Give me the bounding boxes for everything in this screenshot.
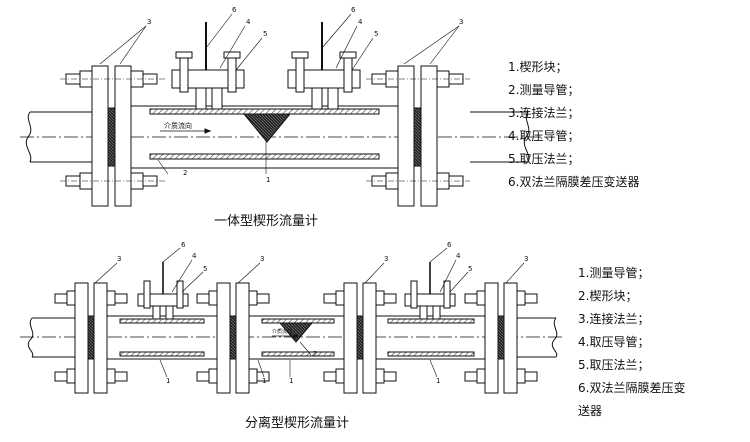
top-callout: 1 xyxy=(266,176,270,184)
bottom-pressure-tap-left xyxy=(137,262,189,320)
top-left-flange xyxy=(60,65,165,207)
top-wedge-element xyxy=(242,113,292,143)
bottom-caption: 分离型楔形流量计 xyxy=(245,416,350,431)
bottom-flow-label: 介质流向 xyxy=(272,328,292,335)
top-legend-item: 3.连接法兰； xyxy=(508,106,580,120)
top-legend-item: 2.测量导管； xyxy=(508,83,580,97)
bottom-callout: 4 xyxy=(456,252,461,260)
bottom-tube-right xyxy=(375,315,486,360)
bottom-callout: 5 xyxy=(468,265,472,273)
top-legend-item: 6.双法兰隔膜差压变送器 xyxy=(508,175,640,189)
top-callout: 2 xyxy=(183,169,187,177)
top-pressure-tap-right xyxy=(287,22,361,110)
bottom-pressure-tap-right xyxy=(404,262,456,320)
bottom-legend: 1.测量导管； 2.楔形块； 3.连接法兰； 4.取压导管； 5.取压法兰； 6… xyxy=(578,262,685,423)
bottom-legend-item: 1.测量导管； xyxy=(578,266,650,280)
bottom-callout: 6 xyxy=(181,241,186,249)
top-callout: 3 xyxy=(147,18,151,26)
top-callouts: 3 6 4 5 6 4 5 3 2 1 介质流向 xyxy=(147,6,463,184)
bottom-callout: 5 xyxy=(203,265,207,273)
top-callout: 5 xyxy=(374,30,378,38)
bottom-legend-item: 2.楔形块； xyxy=(578,289,638,303)
top-callout: 6 xyxy=(351,6,356,14)
bottom-callout: 3 xyxy=(524,255,528,263)
top-callout: 4 xyxy=(246,18,251,26)
bottom-callout: 3 xyxy=(260,255,264,263)
bottom-callout: 4 xyxy=(192,252,197,260)
bottom-callout: 3 xyxy=(117,255,121,263)
top-pipe-left-stub xyxy=(30,111,92,163)
bottom-callout: 1 xyxy=(166,377,170,385)
top-callout: 3 xyxy=(459,18,463,26)
bottom-callout: 2 xyxy=(313,350,317,358)
bottom-callout: 1 xyxy=(262,377,266,385)
top-callout: 6 xyxy=(232,6,237,14)
top-flow-label: 介质流向 xyxy=(164,121,192,130)
top-pressure-tap-left xyxy=(171,22,245,110)
bottom-legend-item: 3.连接法兰； xyxy=(578,312,650,326)
bottom-legend-item: 4.取压导管； xyxy=(578,335,650,349)
bottom-flowmeter-drawing xyxy=(20,247,565,394)
bottom-flange-4 xyxy=(464,282,538,394)
bottom-wedge-element xyxy=(278,322,314,343)
bottom-tube-middle xyxy=(248,315,345,360)
top-caption: 一体型楔形流量计 xyxy=(214,214,319,229)
top-legend: 1.楔形块； 2.测量导管； 3.连接法兰； 4.取压导管； 5.取压法兰； 6… xyxy=(508,56,639,194)
bottom-flange-2 xyxy=(196,282,270,394)
top-flowmeter-drawing xyxy=(20,13,540,207)
bottom-legend-item: 6.双法兰隔膜差压变 xyxy=(578,381,686,395)
bottom-legend-item: 5.取压法兰； xyxy=(578,358,650,372)
top-callout: 5 xyxy=(263,30,267,38)
bottom-flange-3 xyxy=(323,282,397,394)
bottom-callout: 3 xyxy=(384,255,388,263)
top-callout: 4 xyxy=(358,18,363,26)
top-pipe-right-stub xyxy=(470,111,528,163)
bottom-callout: 1 xyxy=(436,377,440,385)
bottom-flange-1 xyxy=(54,282,128,394)
bottom-legend-item: 送器 xyxy=(578,404,603,418)
bottom-callout: 1 xyxy=(289,377,293,385)
top-legend-item: 4.取压导管； xyxy=(508,129,580,143)
top-legend-item: 5.取压法兰； xyxy=(508,152,580,166)
bottom-callout: 6 xyxy=(447,241,452,249)
bottom-tube-left xyxy=(106,315,218,360)
top-right-flange xyxy=(366,65,470,207)
bottom-callouts: 3 6 4 5 3 3 6 4 5 3 1 1 2 1 1 介质流向 xyxy=(117,241,528,385)
top-legend-item: 1.楔形块； xyxy=(508,60,568,74)
